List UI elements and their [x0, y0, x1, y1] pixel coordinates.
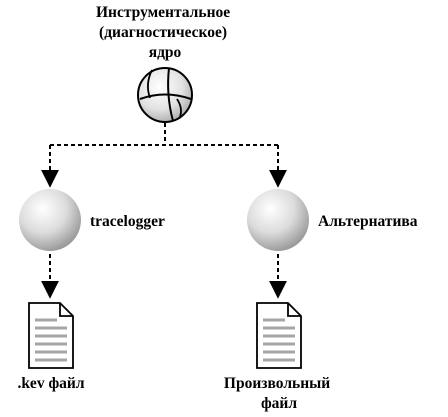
tracelogger-label: tracelogger [90, 213, 165, 230]
kernel-title-line-1: Инструментальное [96, 4, 230, 21]
sphere-icon [19, 189, 81, 251]
arbitrary-file-label-line-2: файл [261, 395, 297, 412]
sphere-globe-icon [137, 67, 193, 123]
kernel-title-line-3: ядро [149, 44, 182, 61]
kernel-title: Инструментальное (диагностическое) ядро [96, 4, 234, 61]
kev-file-label-line-1: .kev файл [17, 375, 84, 392]
kev-file-label: .kev файл [17, 375, 84, 392]
sphere-icon [247, 189, 309, 251]
branch-tracelogger: tracelogger .kev файл [17, 189, 165, 392]
kernel-connectors [41, 123, 287, 188]
kernel-title-line-2: (диагностическое) [99, 24, 227, 41]
document-icon [28, 302, 74, 369]
arbitrary-file-label-line-1: Произвольный [224, 375, 330, 392]
document-icon [256, 302, 302, 369]
branch-alternative: Альтернатива Произвольный файл [224, 189, 418, 412]
arbitrary-file-label: Произвольный файл [224, 375, 334, 412]
alternative-label: Альтернатива [318, 213, 418, 230]
